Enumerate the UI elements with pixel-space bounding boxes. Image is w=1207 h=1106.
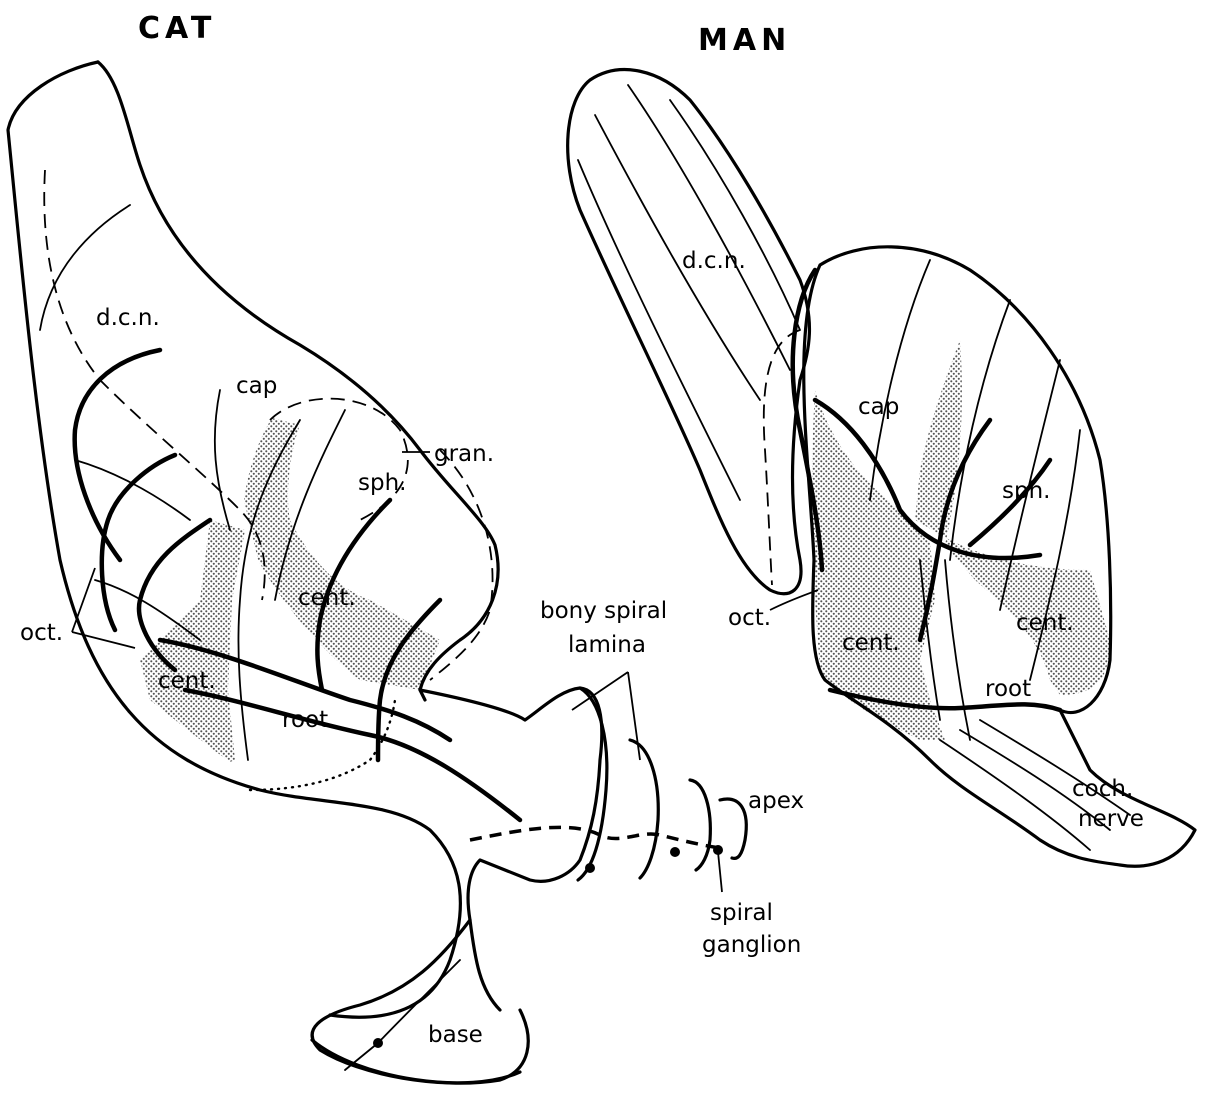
cat-label-base: base (428, 1022, 483, 1048)
cat-drawing (8, 62, 746, 1083)
ganglion-dot-1 (585, 863, 595, 873)
cat-central-stipple-lower (140, 520, 245, 762)
man-dcn-line-3 (670, 100, 800, 330)
cat-line-2 (215, 390, 230, 530)
cochlea-turn-2 (630, 740, 658, 878)
man-label-dcn: d.c.n. (682, 248, 746, 274)
man-line-6 (945, 560, 970, 740)
cat-dorsal-dashed (430, 450, 493, 680)
man-dcn-outline (568, 70, 810, 594)
cat-label-bony-2: lamina (568, 632, 646, 658)
cat-label-bony-1: bony spiral (540, 598, 667, 624)
cat-label-cent-upper: cent. (298, 585, 356, 611)
cat-label-ganglion-2: ganglion (702, 932, 801, 958)
cat-label-cap: cap (236, 373, 277, 399)
man-panel: MAN (568, 23, 1195, 866)
man-label-cent-left: cent. (842, 630, 900, 656)
cat-label-ganglion-1: spiral (710, 900, 773, 926)
cat-fiber-1 (75, 350, 160, 560)
man-label-nerve-1: coch. (1072, 776, 1133, 802)
cat-cochlea (420, 688, 746, 1010)
cat-label-root: root (282, 707, 328, 733)
cat-label-gran: gran. (434, 441, 494, 467)
cochlea-ganglion-path (470, 827, 720, 848)
man-label-cap: cap (858, 394, 899, 420)
cat-label-oct: oct. (20, 620, 63, 646)
man-label-nerve-2: nerve (1078, 806, 1144, 832)
cat-central-stipple-upper (244, 418, 440, 690)
cat-label-cent-lower: cent. (158, 668, 216, 694)
cat-panel: CAT (8, 11, 804, 1083)
man-label-root: root (985, 676, 1031, 702)
ganglion-dot-2 (670, 847, 680, 857)
man-title: MAN (698, 23, 791, 58)
cat-label-sph: sph. (358, 470, 406, 496)
cat-label-apex: apex (748, 788, 804, 814)
man-nerve-line-3 (940, 740, 1090, 850)
man-drawing (568, 70, 1195, 867)
man-label-cent-right: cent. (1016, 610, 1074, 636)
man-label-oct: oct. (728, 605, 771, 631)
cat-title: CAT (138, 11, 216, 46)
cochlea-apex (720, 799, 746, 858)
cat-leader-ganglion (718, 852, 722, 892)
cat-label-dcn: d.c.n. (96, 305, 160, 331)
cochlea-turn-3 (690, 780, 710, 870)
man-label-sph: sph. (1002, 478, 1050, 504)
cat-root-tract (185, 690, 520, 820)
